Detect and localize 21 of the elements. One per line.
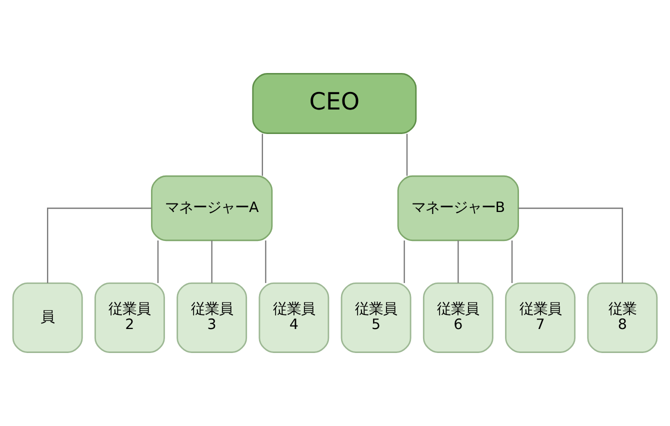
connector xyxy=(518,208,623,284)
node-box: 従業員 2 xyxy=(94,282,165,353)
connector xyxy=(404,240,405,284)
node-box: 従業員 4 xyxy=(258,282,330,353)
connector xyxy=(406,134,408,176)
connector xyxy=(47,208,152,284)
connector xyxy=(211,240,212,284)
node-box: 従業員 5 xyxy=(340,282,412,353)
node-box: 従業員 6 xyxy=(422,282,494,353)
node-box: マネージャーB xyxy=(397,175,519,242)
node-box: 従業 8 xyxy=(587,282,658,353)
node-box: 従業員 3 xyxy=(176,282,248,353)
connector xyxy=(157,240,159,284)
node-box: マネージャーA xyxy=(151,175,273,242)
connector xyxy=(511,240,513,284)
connector xyxy=(458,240,459,284)
connector xyxy=(265,240,266,284)
node-box: 員 xyxy=(12,282,83,353)
connector xyxy=(262,134,263,176)
node-box: CEO xyxy=(252,73,417,134)
node-box: 従業員 7 xyxy=(505,282,576,353)
